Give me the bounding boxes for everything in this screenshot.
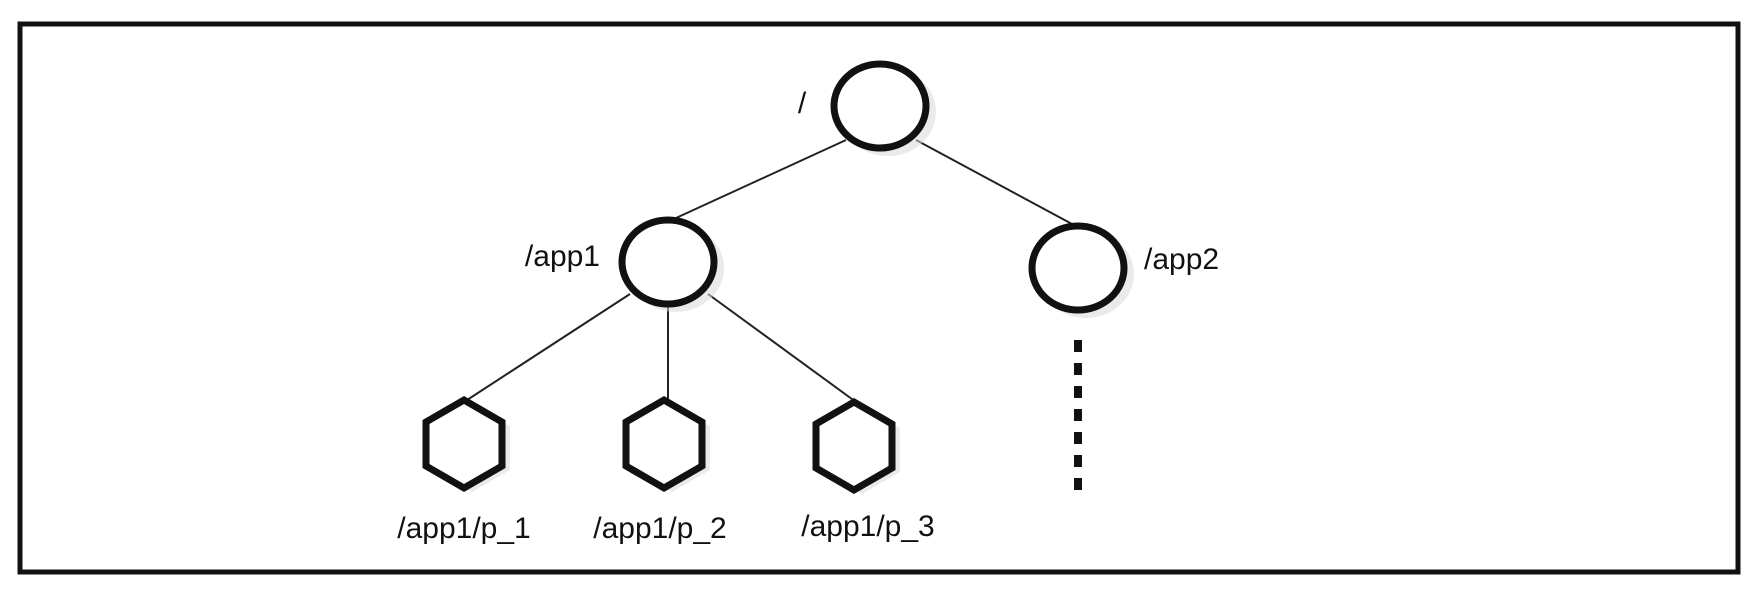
node-app2: /app2 (1028, 222, 1219, 314)
node-p2-label: /app1/p_2 (593, 512, 726, 545)
node-app1-label: /app1 (525, 240, 600, 273)
node-p3: /app1/p_3 (801, 397, 935, 543)
node-p2-hexagon (622, 395, 706, 493)
node-p2: /app1/p_2 (593, 395, 727, 545)
edge-app1-p1 (463, 293, 631, 403)
edge-root-app2 (915, 139, 1073, 225)
node-root: / (798, 60, 930, 152)
node-p1: /app1/p_1 (397, 395, 531, 545)
node-root-circle (830, 60, 930, 152)
node-app2-label: /app2 (1144, 243, 1219, 276)
node-p1-label: /app1/p_1 (397, 512, 530, 545)
node-app1: /app1 (525, 216, 718, 308)
node-app2-circle (1028, 222, 1128, 314)
node-p1-hexagon (422, 395, 506, 493)
edge-app1-p3 (707, 293, 857, 403)
node-root-label: / (798, 87, 807, 120)
edge-root-app1 (675, 139, 847, 219)
node-p3-label: /app1/p_3 (801, 510, 934, 543)
node-app1-circle (618, 216, 718, 308)
node-p3-hexagon (812, 397, 896, 495)
